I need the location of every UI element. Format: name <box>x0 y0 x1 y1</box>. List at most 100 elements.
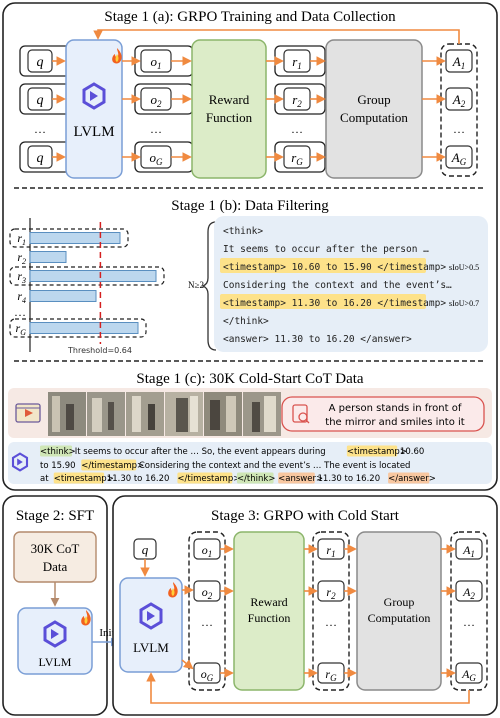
s3-group-label-2: Computation <box>368 611 431 625</box>
cot-highlight <box>40 445 73 457</box>
init-label: Init <box>99 627 114 639</box>
filter-bar <box>29 290 97 302</box>
filter-bar <box>29 322 139 334</box>
filter-line-5: <timestamp> 11.30 to 16.20 </timestamp> <box>223 298 446 309</box>
search-doc-icon <box>292 404 310 424</box>
filter-line-3: <timestamp> 10.60 to 15.90 </timestamp> <box>223 262 446 273</box>
cot-tag: </think> <box>237 474 276 484</box>
filter-bar-label: r4 <box>17 289 26 305</box>
output-o-2: o2 <box>151 92 163 109</box>
filter-bar-label: r2 <box>17 250 26 266</box>
stage3-title: Stage 3: GRPO with Cold Start <box>211 508 400 524</box>
reward-ellipsis: … <box>291 122 303 136</box>
stage1a-arrows <box>52 29 460 162</box>
cot-highlight <box>236 472 274 484</box>
reward-r-G: rG <box>291 150 303 167</box>
lvlm-label-stage2: LVLM <box>39 655 72 669</box>
cot-tag: <timestamp> <box>347 447 407 457</box>
group-label-1: Group <box>357 92 390 107</box>
cot-tag: <think> <box>40 447 76 457</box>
cot-tag: <timestamp> <box>54 474 114 484</box>
cot-text-segment: at <box>40 474 51 484</box>
reward-box-stage3 <box>233 531 305 691</box>
stage2-frame <box>2 495 108 716</box>
output-o-1: o1 <box>151 54 162 71</box>
s3-adv-A-1: A1 <box>462 543 475 559</box>
cot-text-segment: 10.60 <box>397 447 424 457</box>
reward-r-2: r2 <box>292 92 302 109</box>
filter-bar-label: rG <box>16 321 27 337</box>
adv-ellipsis: … <box>453 122 465 136</box>
stage1c-title: Stage 1 (c): 30K Cold-Start CoT Data <box>136 371 364 387</box>
query-line-1: A person stands in front of <box>329 403 462 414</box>
filter-line-4: Considering the context and the event’s… <box>223 280 452 291</box>
s3-reward-r-1: r1 <box>326 543 335 559</box>
brace <box>201 221 217 351</box>
s3-reward-label-2: Function <box>248 611 291 625</box>
lvlm-label-stage1: LVLM <box>73 124 114 140</box>
cot-tag: <answer> <box>278 474 323 484</box>
reward-label-1: Reward <box>209 92 250 107</box>
cot-data-label-2: Data <box>43 559 68 574</box>
filter-selected-frame <box>9 318 147 338</box>
cot-highlight <box>346 445 398 457</box>
s3-reward-label-1: Reward <box>250 595 287 609</box>
cot-highlight <box>177 472 233 484</box>
cot-text-segment: 11.30 to 16.20 <box>315 474 383 484</box>
filter-selected-frame <box>9 228 129 248</box>
group-box-stage1 <box>325 39 423 179</box>
lvlm-box-stage2 <box>17 607 93 675</box>
s3-reward-r-G: rG <box>325 667 337 683</box>
output-o-G: oG <box>150 150 164 167</box>
cot-tag: </answer> <box>388 474 436 484</box>
stage1a-inputs: q q … q <box>27 49 53 169</box>
adv-A-1: A1 <box>452 54 465 71</box>
lvlm-label-stage3: LVLM <box>133 640 169 655</box>
cot-text-segment: Considering the context and the event’s … <box>136 461 410 471</box>
cot-highlight <box>81 459 137 471</box>
stage1a-title: Stage 1 (a): GRPO Training and Data Coll… <box>104 9 396 25</box>
stage3-input-q: q <box>142 542 149 557</box>
hl-timestamp-2 <box>220 294 426 309</box>
stage3-arrows <box>146 544 470 704</box>
lvlm-box-stage3 <box>119 577 183 673</box>
s3-group-label-1: Group <box>384 595 415 609</box>
stage3-outputs: o1 o2 … oG <box>193 538 221 684</box>
s3-output-o-G: oG <box>201 667 214 683</box>
stage3-rewards-frame <box>312 531 350 691</box>
cot-text-segment: It seems to occur after the … So, the ev… <box>72 447 328 457</box>
s3-adv-ellipsis: … <box>463 615 475 629</box>
stage1b-title: Stage 1 (b): Data Filtering <box>171 198 329 214</box>
filter-line-1: <think> <box>223 226 263 237</box>
filter-text-lines: <think> It seems to occur after the pers… <box>223 226 452 345</box>
stage1a-rewards: r1 r2 … rG <box>283 49 311 169</box>
reward-label-2: Function <box>206 110 253 125</box>
reward-r-1: r1 <box>292 54 302 71</box>
cot-highlight <box>278 472 315 484</box>
cot-data-label-1: 30K CoT <box>31 541 80 556</box>
cot-text-segment: 11.30 to 16.20 <box>104 474 172 484</box>
stage1a-advantages: A1 A2 … AG <box>445 49 473 169</box>
video-icon <box>15 403 41 423</box>
filter-line-6: </think> <box>223 316 269 327</box>
filter-text-panel <box>214 216 488 352</box>
adv-A-G: AG <box>451 150 467 167</box>
cot-highlight <box>388 472 430 484</box>
filter-bar <box>29 270 157 282</box>
hl-timestamp-1 <box>220 258 426 273</box>
cot-tag: </timestamp> <box>81 461 144 471</box>
query-box <box>281 396 485 432</box>
filter-line-7: <answer> 11.30 to 16.20 </answer> <box>223 334 412 345</box>
query-line-2: the mirror and smiles into it <box>325 417 464 428</box>
stage2-title: Stage 2: SFT <box>16 508 94 524</box>
n-label: N≥2 <box>188 280 204 290</box>
group-box-stage3 <box>356 531 442 691</box>
adv-A-2: A2 <box>452 92 466 109</box>
stage3-advantages: A1 A2 … AG <box>455 538 483 684</box>
cot-tag: </timestamp> <box>177 474 240 484</box>
s3-adv-A-2: A2 <box>462 585 475 601</box>
filter-bar <box>29 251 67 263</box>
cot-text-segment: to 15.90 <box>40 461 78 471</box>
